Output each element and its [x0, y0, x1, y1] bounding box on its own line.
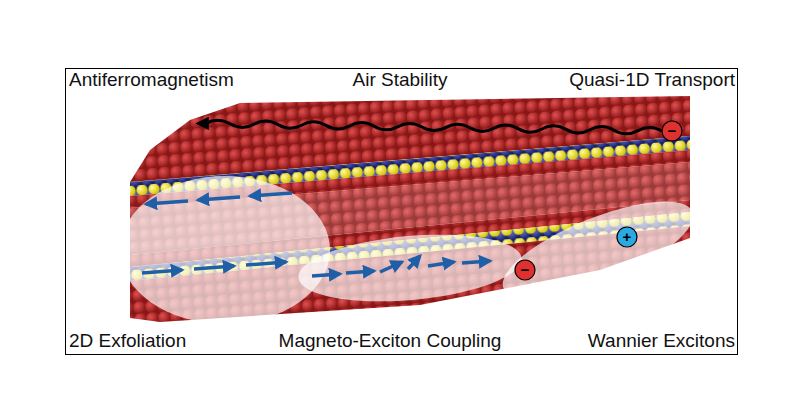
transport-wave [198, 120, 662, 134]
feature-label: Quasi-1D Transport [569, 70, 735, 89]
coupling-halo [296, 226, 525, 309]
feature-label: Wannier Excitons [588, 331, 735, 350]
charge-sign: − [668, 123, 677, 138]
feature-label: Air Stability [352, 70, 447, 89]
feature-label: 2D Exfoliation [69, 331, 186, 350]
spin-arrows [142, 193, 490, 276]
hole-dot [617, 227, 637, 247]
frame [66, 69, 738, 355]
feature-label: Magneto-Exciton Coupling [279, 331, 502, 350]
charge-sign: − [521, 262, 530, 277]
electron-dot [662, 121, 682, 141]
exciton-halo [491, 182, 704, 318]
electron-dot [515, 260, 535, 280]
charge-sign: + [623, 229, 632, 244]
feature-label: Antiferromagnetism [69, 70, 234, 89]
exfoliation-halo [120, 176, 330, 324]
